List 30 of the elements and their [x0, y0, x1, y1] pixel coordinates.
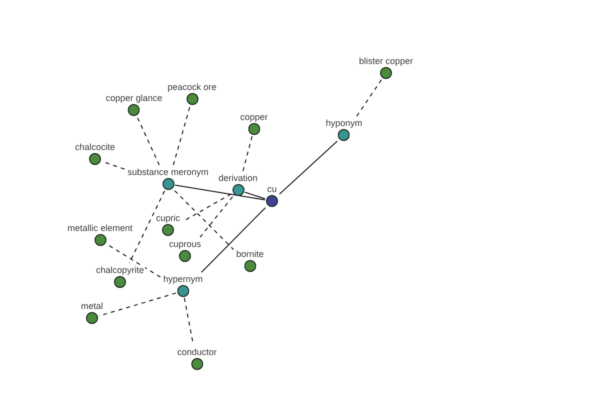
- connector-line: [200, 196, 234, 238]
- connector-line: [98, 292, 177, 316]
- node-label: cuprous: [168, 239, 202, 249]
- node-label: cu: [266, 184, 278, 194]
- node-label: chalcocite: [74, 142, 116, 152]
- node-label: chalcopyrite: [94, 265, 146, 275]
- connector-line: [174, 184, 266, 200]
- connector-line: [174, 190, 234, 250]
- connector-line: [356, 79, 382, 117]
- node-label: hyponym: [324, 118, 364, 128]
- connector-line: [242, 135, 253, 172]
- node-label: metallic element: [66, 223, 134, 233]
- node-label: peacock ore: [166, 82, 218, 92]
- node-label: substance meronym: [126, 167, 210, 177]
- connector-line: [201, 207, 266, 273]
- connector-line: [244, 192, 266, 200]
- node-label: bornite: [235, 249, 265, 259]
- connector-line: [106, 244, 161, 278]
- node-label: copper: [239, 112, 269, 122]
- node-label: conductor: [176, 347, 218, 357]
- connector-line: [136, 116, 160, 166]
- node-label: metal: [80, 301, 104, 311]
- connector-line: [128, 190, 166, 264]
- connector-line: [172, 105, 191, 166]
- node-label: cupric: [155, 213, 181, 223]
- node-label: hypernym: [162, 274, 204, 284]
- node-label: blister copper: [358, 56, 414, 66]
- node-label: derivation: [217, 173, 259, 183]
- node-label: copper glance: [104, 93, 164, 103]
- connector-line: [278, 140, 338, 195]
